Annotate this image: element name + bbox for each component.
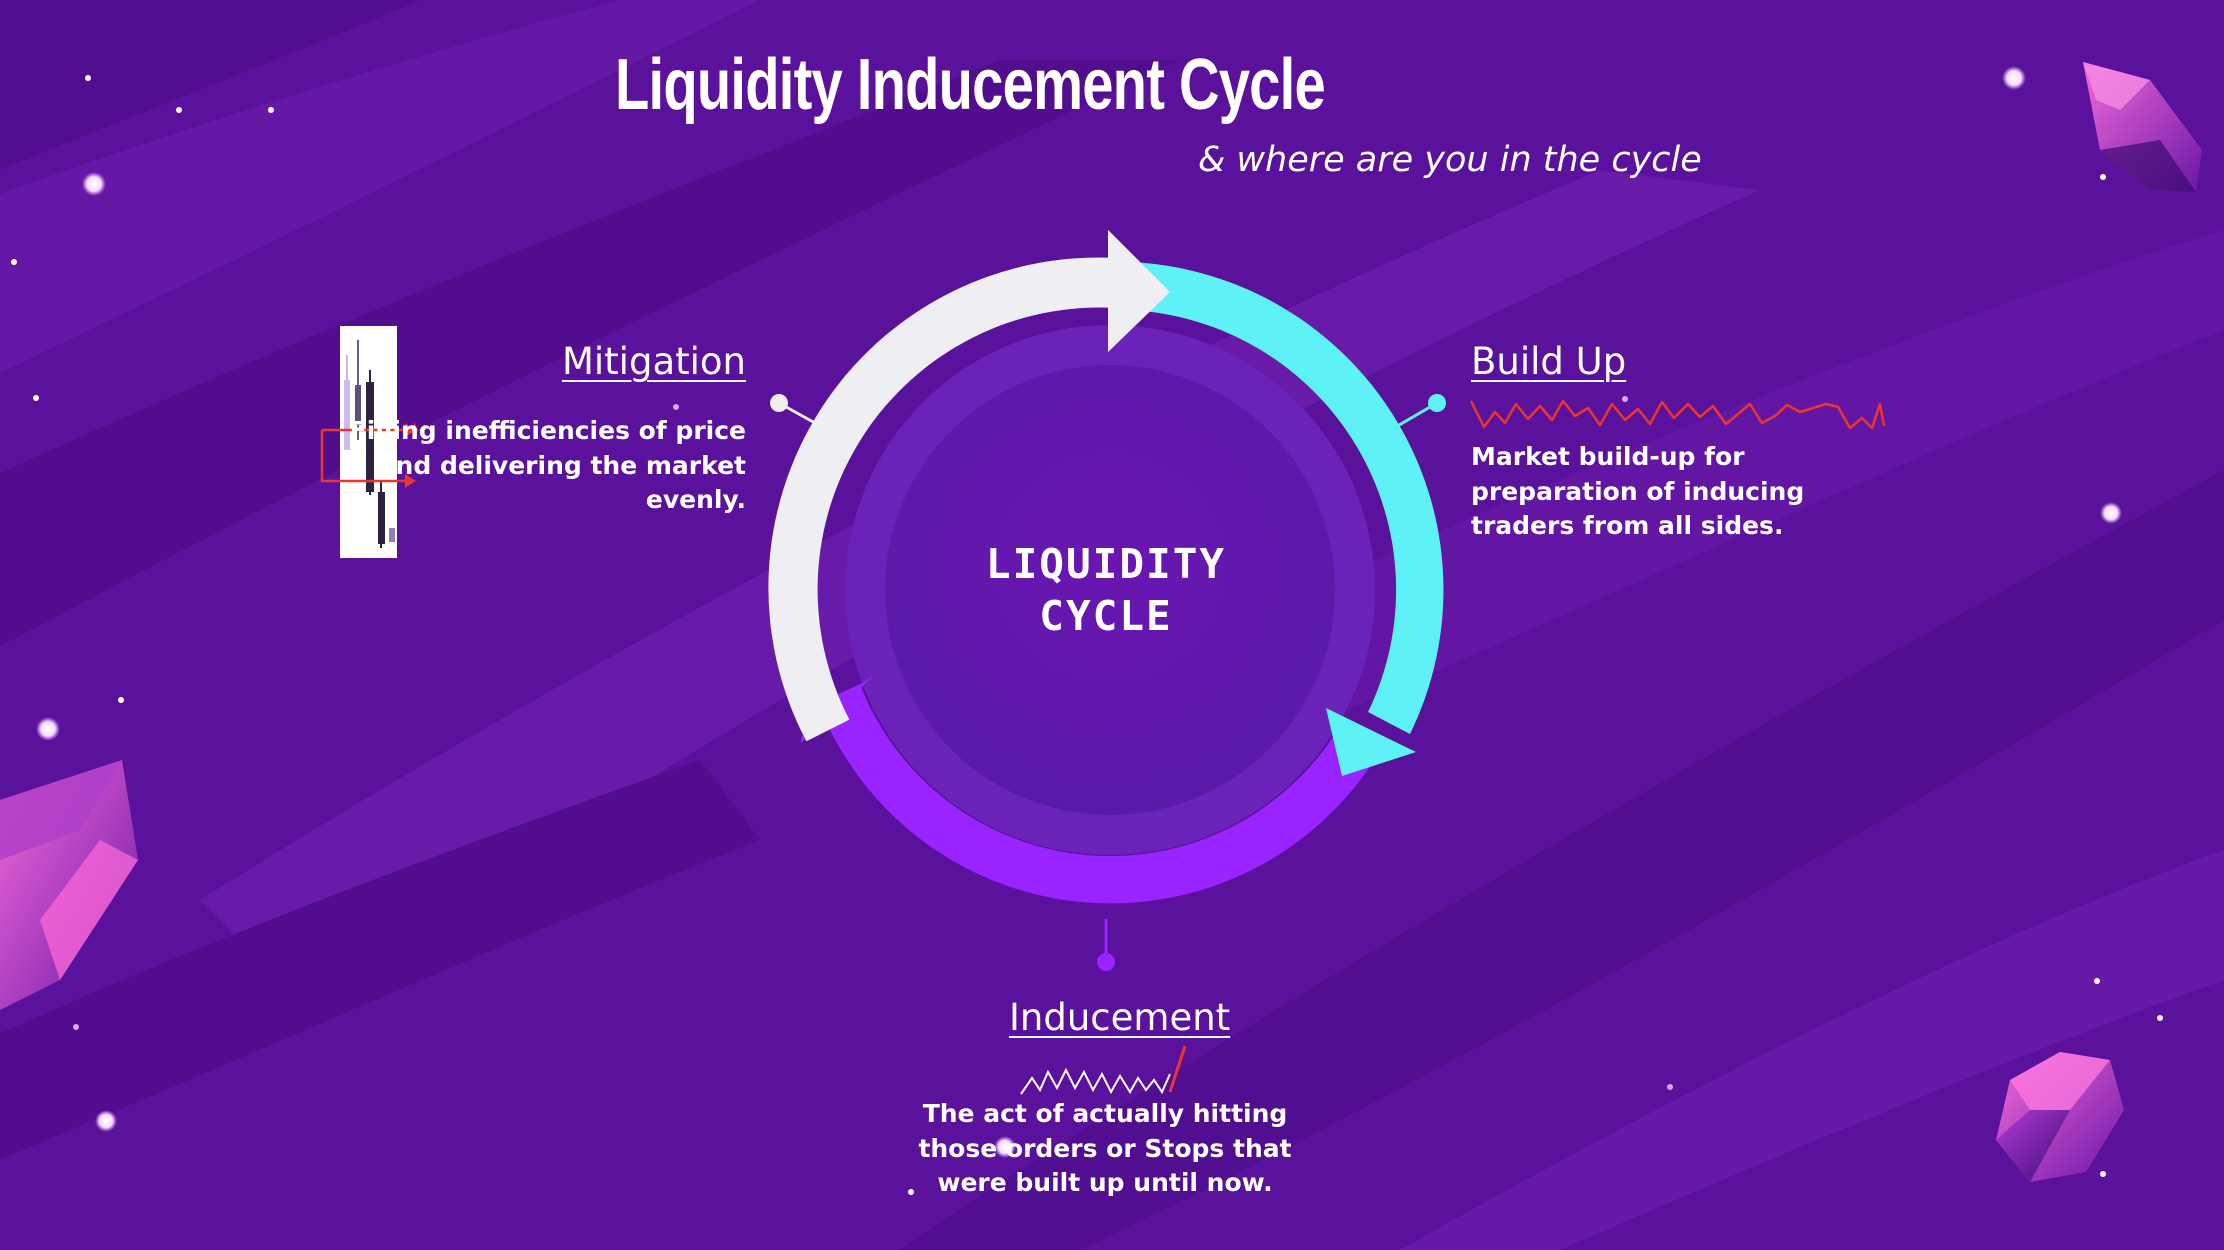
mitigation-description: Filling inefficiencies of price and deli…: [349, 416, 746, 514]
inducement-title: Inducement: [1009, 996, 1231, 1039]
page-subtitle: & where are you in the cycle: [1198, 140, 1702, 180]
zigzag-price-icon: [1020, 1045, 1187, 1095]
mitigation-title: Mitigation: [561, 340, 746, 383]
build-up-description: Market build-up for preparation of induc…: [1471, 442, 1805, 540]
candlestick-chart-icon: [320, 326, 418, 558]
crystal-icon: [1996, 1052, 2124, 1182]
inducement-description: The act of actually hitting those orders…: [918, 1099, 1292, 1197]
mitigation-arc: [768, 257, 1117, 742]
center-label-line1: LIQUIDITY: [985, 540, 1227, 588]
cycle-core: [885, 365, 1335, 815]
inducement-arc: [818, 684, 1379, 904]
center-label-line2: CYCLE: [1039, 592, 1173, 640]
build-up-connector: [1393, 394, 1446, 430]
page-title: Liquidity Inducement Cycle: [615, 45, 1326, 125]
crystal-icon: [0, 760, 138, 1010]
build-up-arrowhead: [1326, 708, 1416, 776]
star-dot-icon: [11, 66, 2163, 1195]
build-up-title: Build Up: [1471, 340, 1627, 383]
zigzag-price-icon: [1469, 399, 1886, 430]
cycle-center-label: LIQUIDITY CYCLE: [906, 538, 1306, 642]
build-up-arc: [1128, 262, 1444, 734]
inducement-connector: [1097, 919, 1115, 971]
mitigation-connector: [770, 394, 825, 430]
crystal-icon: [2083, 62, 2202, 192]
